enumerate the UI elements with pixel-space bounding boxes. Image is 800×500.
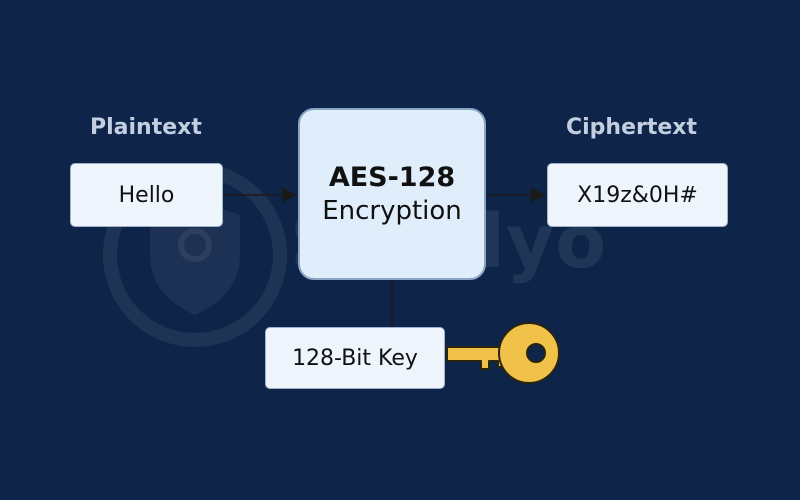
aes-title: AES-128	[328, 161, 456, 193]
key-box: 128-Bit Key	[265, 327, 445, 389]
ciphertext-box: X19z&0H#	[547, 163, 728, 227]
key-label: 128-Bit Key	[292, 345, 418, 371]
key-icon	[446, 322, 560, 384]
plaintext-box: Hello	[70, 163, 223, 227]
aes-subtitle: Encryption	[322, 195, 462, 226]
ciphertext-label: Ciphertext	[566, 115, 698, 140]
aes-encryption-box: AES-128 Encryption	[298, 108, 486, 280]
ciphertext-value: X19z&0H#	[577, 182, 698, 208]
plaintext-value: Hello	[118, 182, 175, 208]
plaintext-label: Plaintext	[90, 115, 202, 140]
